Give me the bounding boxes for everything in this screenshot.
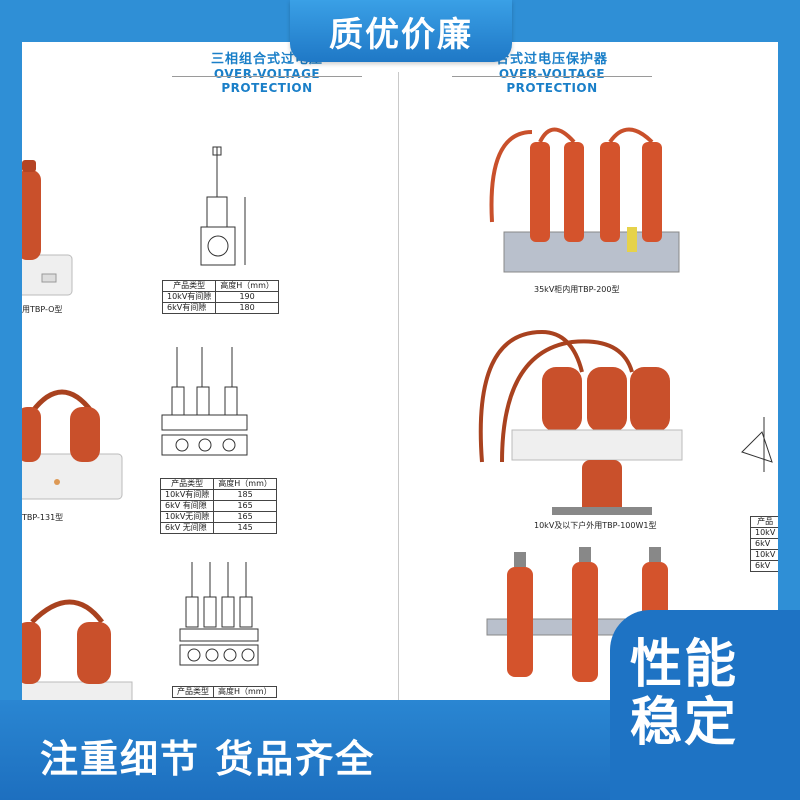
table4-cell: 6kV bbox=[749, 560, 778, 572]
right-badge-line1: 性能 bbox=[630, 635, 739, 695]
right-badge-line2: 稳定 bbox=[630, 693, 739, 753]
caption-tbp-o: 用TBP-O型 bbox=[22, 305, 63, 314]
spec-table-3: 产品类型高度H（mm） bbox=[172, 686, 277, 698]
spec-table-right-partial: 产品 10kV 6kV 10kV 6kV bbox=[749, 516, 778, 572]
table1-header-type: 产品类型 bbox=[161, 280, 217, 292]
header-left-rule bbox=[172, 76, 362, 77]
arrester-photo-3 bbox=[22, 599, 133, 702]
header-right-cn: 合式过电压保护器 bbox=[495, 52, 608, 67]
table1-header-height: 高度H（mm） bbox=[215, 280, 279, 292]
caption-tbp-131: TBP-131型 bbox=[22, 513, 64, 522]
arrester-photo-tbp-200 bbox=[489, 127, 680, 273]
header-right: 合式过电压保护器 OVER-VOLTAGE PROTECTION bbox=[452, 48, 652, 95]
caption-tbp-100w1: 10kV及以下户外用TBP-100W1型 bbox=[534, 521, 657, 530]
diagram-tbp-131 bbox=[161, 347, 248, 456]
arrester-photo-tbp-o bbox=[22, 160, 73, 296]
table4-header: 产品 bbox=[749, 516, 778, 528]
right-badge-text: 性能 稳定 bbox=[630, 636, 780, 752]
table4-cell: 10kV bbox=[749, 527, 778, 539]
table2-cell: 165 bbox=[213, 511, 277, 523]
table1-cell: 190 bbox=[215, 291, 279, 303]
catalog-page: 三相组合式过电压 OVER-VOLTAGE PROTECTION 合式过电压保护… bbox=[22, 42, 778, 702]
table3-header-height: 高度H（mm） bbox=[213, 686, 277, 698]
caption-tbp-200: 35kV柜内用TBP-200型 bbox=[534, 285, 620, 294]
table1-cell: 6kV有间隙 bbox=[161, 302, 217, 314]
table2-header-height: 高度H（mm） bbox=[213, 478, 277, 490]
table2-cell: 6kV 无间隙 bbox=[159, 522, 215, 534]
table2-cell: 185 bbox=[213, 489, 277, 501]
table1-cell: 180 bbox=[215, 302, 279, 314]
table2-cell: 10kV有间隙 bbox=[159, 489, 215, 501]
table2-cell: 6kV 有间隙 bbox=[159, 500, 215, 512]
bottom-slogan: 注重细节 货品齐全 bbox=[40, 737, 376, 781]
arrester-photo-tbp-100w1 bbox=[478, 329, 683, 515]
page-divider bbox=[398, 72, 399, 702]
table-row: 6kV bbox=[749, 538, 778, 550]
table1-cell: 10kV有间隙 bbox=[161, 291, 217, 303]
top-badge: 质优价廉 bbox=[290, 0, 512, 62]
arrester-photo-tbp-131 bbox=[22, 389, 123, 500]
header-right-rule bbox=[452, 76, 652, 77]
header-left-en: OVER-VOLTAGE PROTECTION bbox=[213, 67, 321, 95]
table-row: 10kV bbox=[749, 549, 778, 561]
table-row: 6kV bbox=[749, 560, 778, 572]
diagram-right-partial bbox=[741, 417, 773, 472]
table2-cell: 165 bbox=[213, 500, 277, 512]
table4-cell: 10kV bbox=[749, 549, 778, 561]
header-right-en: OVER-VOLTAGE PROTECTION bbox=[498, 67, 606, 95]
diagram-tbp-o bbox=[200, 146, 246, 266]
table2-cell: 10kV无间隙 bbox=[159, 511, 215, 523]
table-row: 10kV bbox=[749, 527, 778, 539]
table4-cell: 6kV bbox=[749, 538, 778, 550]
diagram-3 bbox=[179, 562, 259, 666]
table2-header-type: 产品类型 bbox=[159, 478, 215, 490]
table3-header-type: 产品类型 bbox=[172, 686, 214, 698]
right-badge-panel bbox=[610, 610, 800, 800]
table2-cell: 145 bbox=[213, 522, 277, 534]
